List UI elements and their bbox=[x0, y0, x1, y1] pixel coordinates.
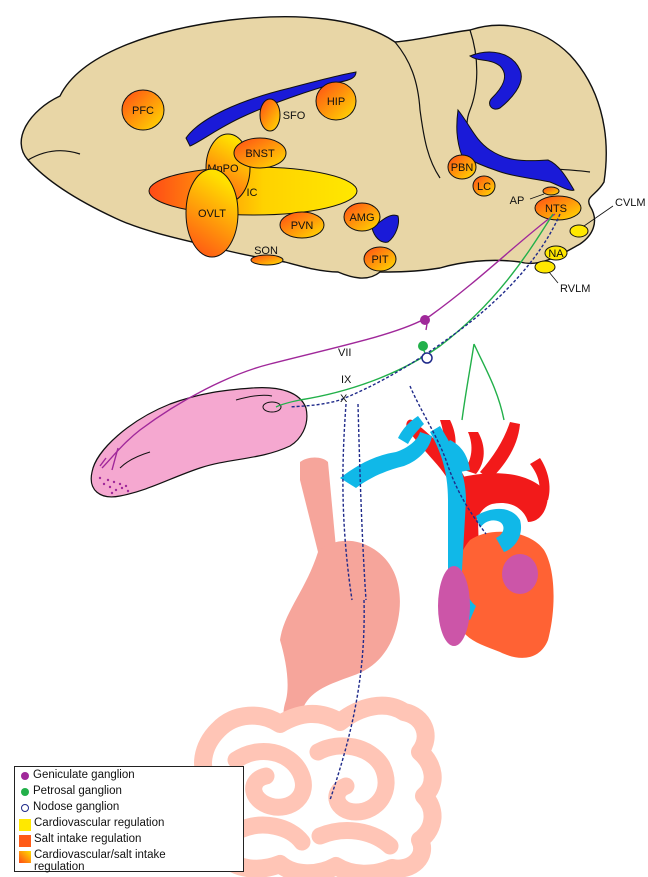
region-pvn[interactable]: PVN bbox=[280, 212, 324, 238]
region-label: PIT bbox=[371, 254, 388, 266]
region-label: BNST bbox=[245, 148, 275, 160]
legend-item-nodose: Nodose ganglion bbox=[19, 802, 239, 818]
region-label: SON bbox=[254, 245, 278, 257]
region-bnst[interactable]: BNST bbox=[234, 138, 286, 168]
orange-square-icon bbox=[19, 835, 31, 847]
region-rvlm[interactable]: RVLM bbox=[535, 261, 590, 295]
region-label: RVLM bbox=[560, 283, 590, 295]
nerve-label-x: X bbox=[340, 393, 348, 405]
region-pbn[interactable]: PBN bbox=[448, 155, 476, 179]
legend-item-both: Cardiovascular/salt intake regulation bbox=[19, 850, 239, 872]
tongue bbox=[91, 388, 307, 497]
region-hip[interactable]: HIP bbox=[316, 82, 356, 120]
region-label: CVLM bbox=[615, 197, 646, 209]
region-label: LC bbox=[477, 181, 491, 193]
legend-label: Nodose ganglion bbox=[33, 802, 119, 814]
region-label: PVN bbox=[291, 220, 314, 232]
region-ovlt[interactable]: OVLT bbox=[186, 169, 238, 257]
region-na[interactable]: NA bbox=[545, 246, 567, 260]
region-label: PBN bbox=[451, 162, 474, 174]
region-label: NTS bbox=[545, 203, 567, 215]
legend-label: Salt intake regulation bbox=[34, 834, 141, 846]
brain-outline bbox=[21, 17, 606, 278]
legend-item-petrosal: Petrosal ganglion bbox=[19, 786, 239, 802]
region-pit[interactable]: PIT bbox=[364, 247, 396, 271]
region-amg[interactable]: AMG bbox=[344, 203, 380, 231]
region-label: HIP bbox=[327, 96, 345, 108]
nerve-ix-carotid bbox=[462, 344, 504, 420]
legend-label: Cardiovascular regulation bbox=[34, 818, 164, 830]
geniculate-ganglion bbox=[420, 315, 430, 325]
legend-label: Geniculate ganglion bbox=[33, 770, 135, 782]
region-label: SFO bbox=[283, 110, 306, 122]
esophagus bbox=[300, 458, 336, 553]
region-lc[interactable]: LC bbox=[473, 176, 495, 196]
nerve-label-ix: IX bbox=[341, 374, 352, 386]
region-label: IC bbox=[247, 187, 258, 199]
brain: PFC HIP SFO IC MnPO OVLT BNST PVN bbox=[21, 17, 645, 295]
region-label: AMG bbox=[349, 212, 374, 224]
legend-item-cardiovascular: Cardiovascular regulation bbox=[19, 818, 239, 834]
petrosal-ganglion bbox=[418, 341, 428, 351]
legend: Geniculate ganglion Petrosal ganglion No… bbox=[14, 766, 244, 872]
geniculate-stalk bbox=[426, 324, 427, 330]
region-label: OVLT bbox=[198, 208, 226, 220]
region-label: PFC bbox=[132, 105, 154, 117]
purple-dot-icon bbox=[21, 772, 29, 780]
region-ic[interactable]: IC bbox=[149, 167, 357, 215]
blue-ring-icon bbox=[21, 804, 29, 812]
intestine-coils bbox=[236, 746, 390, 846]
yellow-square-icon bbox=[19, 819, 31, 831]
region-nts[interactable]: NTS bbox=[535, 196, 581, 220]
region-pfc[interactable]: PFC bbox=[122, 90, 164, 130]
region-label: AP bbox=[510, 195, 525, 207]
legend-item-salt: Salt intake regulation bbox=[19, 834, 239, 850]
legend-label: Cardiovascular/salt intake regulation bbox=[34, 850, 166, 873]
legend-item-geniculate: Geniculate ganglion bbox=[19, 770, 239, 786]
green-dot-icon bbox=[21, 788, 29, 796]
legend-label: Petrosal ganglion bbox=[33, 786, 122, 798]
nodose-ganglion bbox=[422, 353, 432, 363]
region-label: NA bbox=[548, 248, 564, 260]
nerve-label-vii: VII bbox=[338, 347, 351, 359]
gradient-square-icon bbox=[19, 851, 31, 863]
